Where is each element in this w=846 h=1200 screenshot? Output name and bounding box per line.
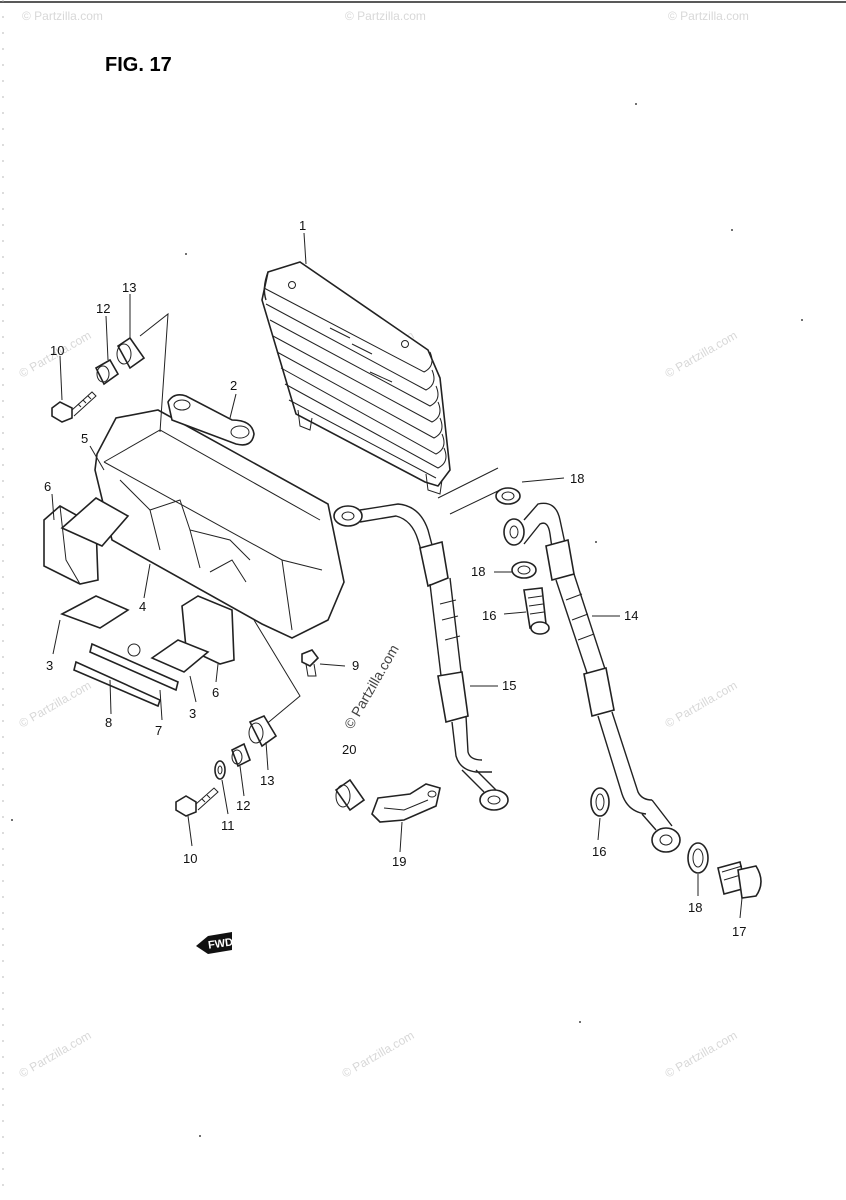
watermark: © Partzilla.com	[668, 9, 749, 23]
leader-8	[109, 679, 112, 715]
o-ring-middle	[511, 561, 537, 579]
leader-17	[739, 897, 743, 919]
callout-8: 8	[105, 715, 112, 730]
leader-13-bottom	[253, 619, 301, 727]
callout-3a: 3	[46, 658, 53, 673]
callout-20: 20	[342, 742, 356, 757]
leader-10a	[59, 355, 63, 401]
leader-2	[229, 393, 237, 419]
leader-13-top	[139, 312, 169, 433]
bolt-9	[301, 649, 320, 677]
callout-7: 7	[155, 723, 162, 738]
callout-18b: 18	[471, 564, 485, 579]
callout-3b: 3	[189, 706, 196, 721]
scan-specks	[11, 103, 803, 1137]
leader-18a	[521, 477, 565, 483]
callout-4: 4	[139, 599, 146, 614]
leader-10b	[187, 815, 193, 847]
callout-9: 9	[352, 658, 359, 673]
o-ring-lower	[590, 787, 610, 817]
oil-hose-15	[333, 503, 509, 811]
callout-16a: 16	[482, 608, 496, 623]
forward-arrow-label: FWD	[207, 936, 234, 951]
leader-13b	[265, 741, 269, 771]
watermark: © Partzilla.com	[663, 1028, 740, 1081]
watermark-center: © Partzilla.com	[341, 642, 402, 732]
washer-11	[214, 760, 226, 780]
union-bolt-17	[717, 861, 762, 899]
callout-18a: 18	[570, 471, 584, 486]
collar-top	[94, 358, 120, 386]
cooler-cover-bracket	[94, 409, 345, 639]
callout-13b: 13	[260, 773, 274, 788]
grommet-top	[116, 336, 146, 370]
collar-bottom	[230, 742, 252, 768]
forward-arrow: FWD	[196, 932, 234, 954]
leader-16b	[597, 817, 601, 841]
leader-7	[159, 689, 163, 721]
oil-hose-14	[503, 502, 681, 853]
callout-6b: 6	[212, 685, 219, 700]
callout-13a: 13	[122, 280, 136, 295]
callout-16b: 16	[592, 844, 606, 859]
callout-10b: 10	[183, 851, 197, 866]
grommet-20	[334, 778, 366, 812]
hose-clamp-19	[371, 783, 441, 823]
callout-5: 5	[81, 431, 88, 446]
callout-6a: 6	[44, 479, 51, 494]
o-ring-bottom	[687, 842, 709, 874]
leader-12b	[239, 765, 245, 797]
callout-12b: 12	[236, 798, 250, 813]
watermark: © Partzilla.com	[17, 1028, 94, 1081]
bolt-top	[51, 391, 97, 423]
rubber-pads	[43, 497, 235, 708]
bolt-bottom	[175, 787, 219, 817]
oil-cooler-radiator	[261, 261, 451, 495]
callout-14: 14	[624, 608, 638, 623]
o-ring-upper	[495, 487, 521, 505]
leader-cooler-hoses	[437, 467, 501, 515]
leader-1	[303, 232, 307, 265]
leader-6b	[215, 663, 219, 683]
leader-5	[89, 445, 105, 471]
leader-3a	[52, 619, 61, 655]
leader-12a	[105, 315, 109, 361]
leader-16a	[503, 611, 527, 615]
mounting-bracket	[167, 394, 255, 446]
leader-4	[143, 563, 151, 599]
callout-12a: 12	[96, 301, 110, 316]
watermark: © Partzilla.com	[22, 9, 103, 23]
callout-15: 15	[502, 678, 516, 693]
watermark: © Partzilla.com	[663, 328, 740, 381]
leader-9	[319, 663, 346, 667]
watermark: © Partzilla.com	[340, 1028, 417, 1081]
callout-2: 2	[230, 378, 237, 393]
grommet-bottom	[248, 714, 278, 748]
watermark: © Partzilla.com	[17, 678, 94, 731]
callout-11: 11	[221, 818, 235, 833]
callout-10a: 10	[50, 343, 64, 358]
union-bolt-16	[523, 587, 550, 635]
callout-1: 1	[299, 218, 306, 233]
leader-19	[399, 821, 403, 853]
figure-title: FIG. 17	[105, 54, 172, 76]
callout-18c: 18	[688, 900, 702, 915]
watermark: © Partzilla.com	[663, 678, 740, 731]
leader-11	[221, 779, 229, 815]
leader-3b	[189, 675, 197, 703]
watermark: © Partzilla.com	[345, 9, 426, 23]
leader-6a	[51, 493, 55, 521]
callout-19: 19	[392, 854, 406, 869]
callout-17: 17	[732, 924, 746, 939]
